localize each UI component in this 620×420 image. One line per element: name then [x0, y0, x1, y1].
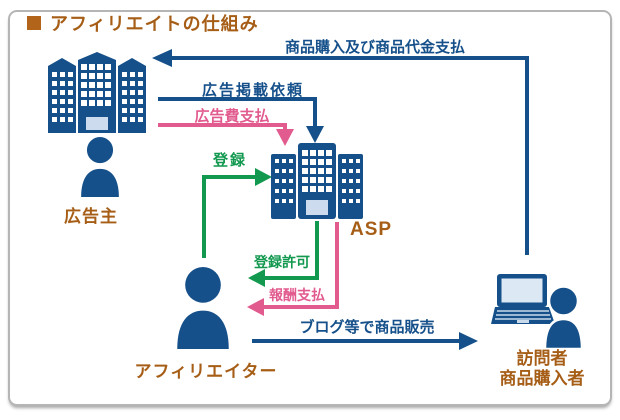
advertiser-building-icon [48, 52, 146, 133]
asp-label: ASP [350, 219, 393, 240]
advertiser-label: 広告主 [64, 207, 118, 226]
visitor-label-line2: 商品購入者 [499, 369, 585, 388]
visitor-label: 訪問者 商品購入者 [487, 349, 597, 389]
flow-label-register: 登録 [212, 152, 247, 169]
affiliater-label: アフィリエイター [134, 362, 278, 381]
laptop-icon [491, 274, 555, 324]
flow-label-ad-request: 広告掲載依頼 [201, 82, 304, 99]
title-bullet-icon [27, 16, 41, 30]
visitor-label-line1: 訪問者 [516, 349, 568, 368]
advertiser-person-icon [81, 137, 119, 197]
visitor-person-icon [543, 285, 583, 349]
asp-building-icon [271, 143, 363, 219]
page-title-text: アフィリエイトの仕組み [50, 14, 259, 34]
affiliater-person-icon [177, 267, 229, 349]
page-title: アフィリエイトの仕組み [27, 10, 259, 36]
flow-label-register-approval: 登録許可 [254, 254, 310, 270]
flow-label-reward: 報酬支払 [269, 287, 325, 303]
visitor-laptop-person-icon [491, 274, 583, 349]
flow-label-blog-sales: ブログ等で商品販売 [299, 319, 435, 336]
flow-label-purchase: 商品購入及び商品代金支払 [284, 39, 465, 56]
flow-label-ad-fee: 広告費支払 [194, 108, 270, 125]
